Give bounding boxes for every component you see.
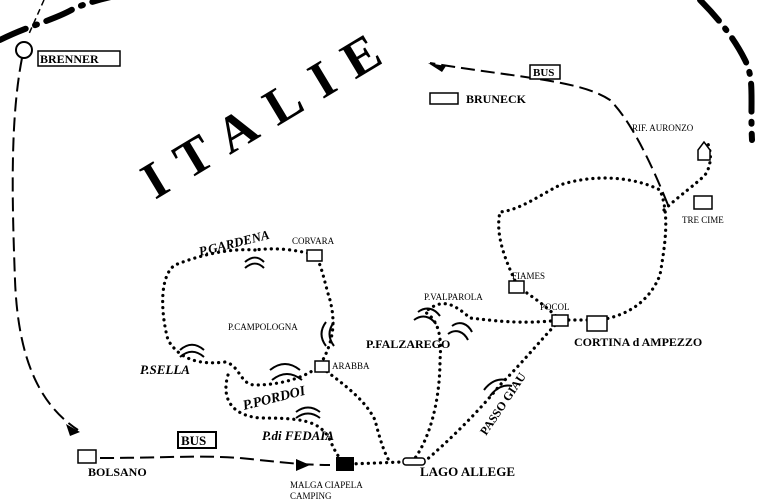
cortina-marker [586, 315, 608, 332]
pass-pordoi-label: P.PORDOI [241, 384, 307, 414]
fiames-marker [508, 280, 525, 294]
brenner-label-box [37, 50, 121, 67]
pocol-marker [551, 314, 569, 327]
route-giau [422, 318, 562, 464]
pass-sella-icon [179, 343, 205, 358]
pass-falzarego-icon [447, 322, 473, 341]
pass-sella-label: P.SELLA [140, 362, 190, 377]
malga-ciapela-label: MALGA CIAPELA [290, 480, 363, 490]
bruneck-label: BRUNECK [466, 92, 527, 106]
pass-falzarego-label: P.FALZAREGO [366, 337, 450, 351]
bus-box-north [529, 64, 561, 80]
pass-campolongna-icon [320, 321, 335, 347]
brenner-marker [15, 41, 33, 59]
pass-gardena-icon [244, 256, 265, 269]
pocol-label: POCOL [540, 302, 570, 312]
pass-pordoi-icon [269, 363, 303, 381]
tre-cime-label: TRE CIME [682, 215, 724, 225]
pass-gardena-label: P.GARDENA [197, 227, 271, 259]
tre-cime-marker [693, 195, 713, 210]
malga-ciapela-marker [336, 457, 354, 471]
lago-allege-label: LAGO ALLEGE [420, 464, 515, 479]
bus-arrow-2 [296, 459, 310, 471]
bus-label-north: BUS [533, 67, 554, 79]
bus-arrow-1 [66, 424, 80, 436]
pass-giau-icon [483, 378, 513, 397]
bus-route-brenner-bolsano [11, 57, 79, 431]
route-fiames-loop [497, 176, 668, 322]
rif-auronzo-label: RIF. AURONZO [632, 123, 694, 133]
bolsano-marker [77, 449, 97, 464]
cortina-label: CORTINA d AMPEZZO [574, 335, 702, 349]
bus-label-south: BUS [181, 433, 206, 448]
corvara-label: CORVARA [292, 236, 335, 246]
pass-fedaia-icon [295, 406, 321, 419]
fiames-label: FIAMES [512, 271, 545, 281]
border-line-east [697, 0, 755, 143]
bus-route-bolsano-malga [99, 455, 331, 466]
pass-fedaia-label: P.di FEDAIA [262, 428, 334, 443]
pass-valparola-icon [413, 307, 441, 325]
corvara-marker [306, 249, 323, 262]
rif-auronzo-marker [697, 140, 711, 161]
route-malga-allege [348, 460, 404, 466]
route-allege-falzarego [410, 302, 598, 464]
pass-valparola-label: P.VALPAROLA [424, 292, 483, 302]
arabba-label: ARABBA [332, 361, 370, 371]
bus-arrow-3 [428, 63, 446, 72]
bolsano-label: BOLSANO [88, 465, 147, 479]
bus-route-cortina-bruneck [429, 62, 669, 206]
lago-allege-marker [402, 457, 426, 466]
route-sella-loop [161, 247, 335, 387]
border-line-west [0, 0, 112, 43]
brenner-label: BRENNER [40, 52, 99, 66]
pass-campolongna-label: P.CAMPOLOGNA [228, 322, 298, 332]
arabba-marker [314, 360, 330, 373]
country-label: ITALIE [132, 14, 407, 210]
bus-box-south [177, 431, 217, 449]
bruneck-marker [429, 92, 459, 105]
route-arabba-allege [320, 366, 392, 464]
border-arrow-north [27, 0, 45, 37]
camping-label: CAMPING [290, 491, 332, 501]
